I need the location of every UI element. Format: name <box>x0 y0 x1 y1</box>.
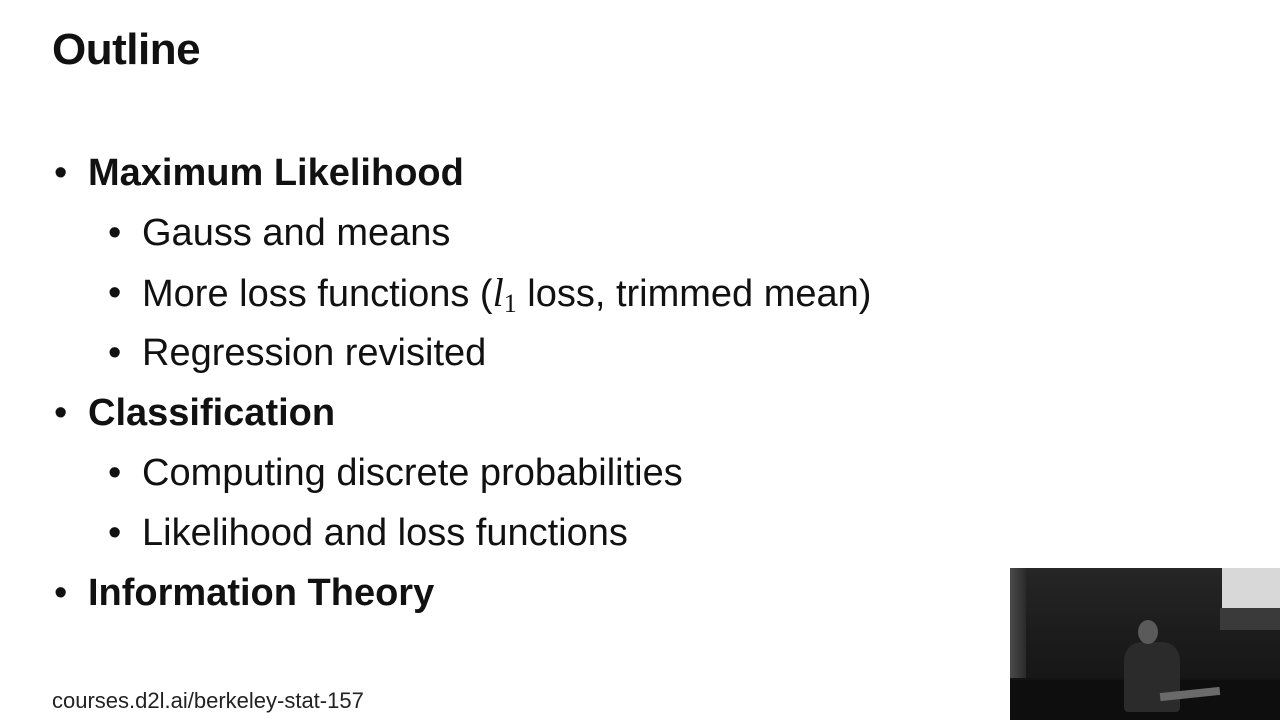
outline-subitem-computing-discrete-probabilities: • Computing discrete probabilities <box>108 450 683 496</box>
math-symbol: l <box>492 270 504 315</box>
bullet-icon: • <box>108 512 122 554</box>
bullet-icon: • <box>108 452 122 494</box>
outline-item-text-before: More loss functions ( <box>142 273 493 315</box>
slide-title: Outline <box>52 25 201 74</box>
outline-item-text: Classification <box>88 392 336 434</box>
outline-item-text: Regression revisited <box>142 332 487 374</box>
outline-item-information-theory: • Information Theory <box>54 570 435 616</box>
outline-item-text-after: loss, trimmed mean) <box>516 273 872 315</box>
math-subscript: 1 <box>503 289 517 318</box>
bullet-icon: • <box>54 152 68 194</box>
bullet-icon: • <box>108 212 122 254</box>
outline-item-text: Computing discrete probabilities <box>142 452 683 494</box>
bullet-icon: • <box>108 272 122 314</box>
outline-subitem-more-loss-functions: • More loss functions (l1 loss, trimmed … <box>108 270 872 318</box>
outline-item-classification: • Classification <box>54 390 336 436</box>
webcam-lecturer-body <box>1124 642 1180 712</box>
bullet-icon: • <box>108 332 122 374</box>
outline-subitem-regression-revisited: • Regression revisited <box>108 330 487 376</box>
l1-math-symbol: l1 <box>492 270 517 318</box>
webcam-wall-edge <box>1010 568 1026 678</box>
outline-subitem-likelihood-and-loss-functions: • Likelihood and loss functions <box>108 510 628 556</box>
lecturer-webcam-inset <box>1010 568 1280 720</box>
bullet-icon: • <box>54 392 68 434</box>
webcam-ledge <box>1220 608 1280 630</box>
course-url-footer: courses.d2l.ai/berkeley-stat-157 <box>52 688 364 713</box>
outline-item-text: Maximum Likelihood <box>88 152 464 194</box>
outline-subitem-gauss-and-means: • Gauss and means <box>108 210 451 256</box>
webcam-bright-panel <box>1222 568 1280 608</box>
bullet-icon: • <box>54 572 68 614</box>
outline-item-text: Gauss and means <box>142 212 451 254</box>
outline-item-text: Likelihood and loss functions <box>142 512 628 554</box>
outline-item-maximum-likelihood: • Maximum Likelihood <box>54 150 464 196</box>
webcam-lecturer-head <box>1138 620 1158 644</box>
outline-item-text: Information Theory <box>88 572 435 614</box>
